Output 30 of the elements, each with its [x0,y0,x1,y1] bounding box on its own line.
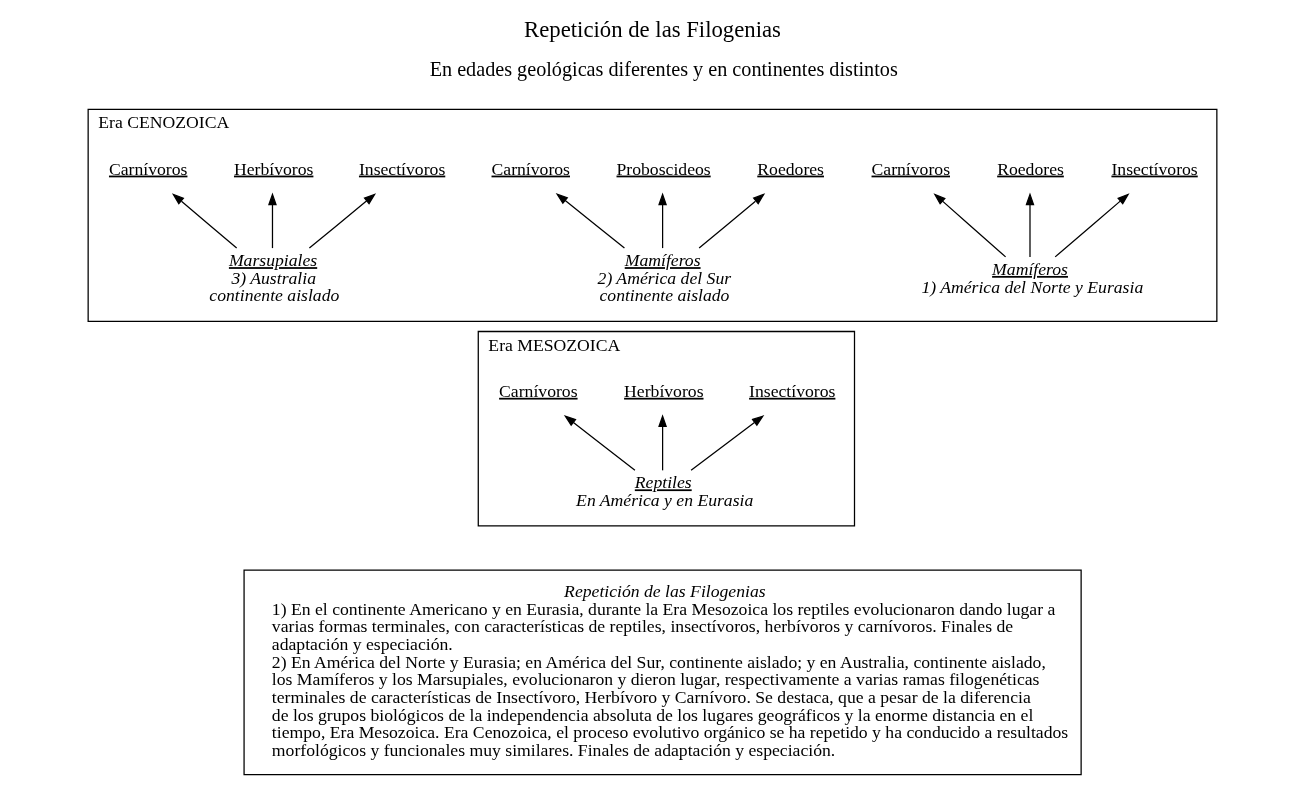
node-box: Repetición de las Filogenias 1) En el continente Americano y en Eurasia, durante la Era Mesozoica los reptiles evolucionaron dando lugar a varias formas terminales, con características de reptiles, insectívoros, herbívoros y carnívoros. Finales de adaptación y especiación. 2) En América del Norte y Eurasia; en América del Sur, continente aislado; y en Australia, continente aislado, los Mamíferos y los Marsupiales, evolucionaron y dieron lugar, respectivamente a varias ramas filogenéticas terminales de características de Insectívoro, Herbívoro y Carnívoro. Se destaca, que a pesar de la diferencia de los grupos biológicos de la independencia absoluta de los lugares geográficos y la enorme distancia en el tiempo, Era Mesozoica. Era Cenozoica, el proceso evolutivo orgánico se ha repetido y ha conducido a resultados morfológicos y funcionales muy similares. Finales de adaptación y especiación. [242,569,1082,776]
arrow [555,192,625,249]
node-text: Carnívoros [108,158,187,179]
arrow [308,193,376,249]
node-text: Insectívoros [748,380,835,401]
node-text: Herbívoros [233,158,313,179]
node-text: Roedores [996,158,1064,179]
node-text: Insectívoros [358,158,445,179]
arrow [563,415,636,471]
arrow [1054,193,1130,258]
node-text: Insectívoros [1110,158,1198,179]
arrow [698,193,765,249]
diagram-title: Repetición de las Filogenias [523,16,781,42]
arrow [171,193,237,249]
node-text: Herbívoros [623,380,704,401]
node-text: Reptiles [634,472,692,493]
arrow [657,414,667,471]
node-text: Carnívoros [491,158,570,179]
arrow [657,192,667,249]
node-text: Marsupiales [228,250,317,271]
node-text: Carnívoros [871,158,950,179]
arrow [1025,192,1034,258]
arrow [932,193,1006,258]
arrow [689,415,764,471]
arrow [267,192,277,249]
node-text: Carnívoros [498,380,578,401]
node-text: Proboscideos [616,158,711,179]
node-text: Mamíferos [624,250,701,271]
node-text: Roedores [756,158,824,179]
label: En edades geológicas diferentes y en continentes distintos [429,58,898,81]
